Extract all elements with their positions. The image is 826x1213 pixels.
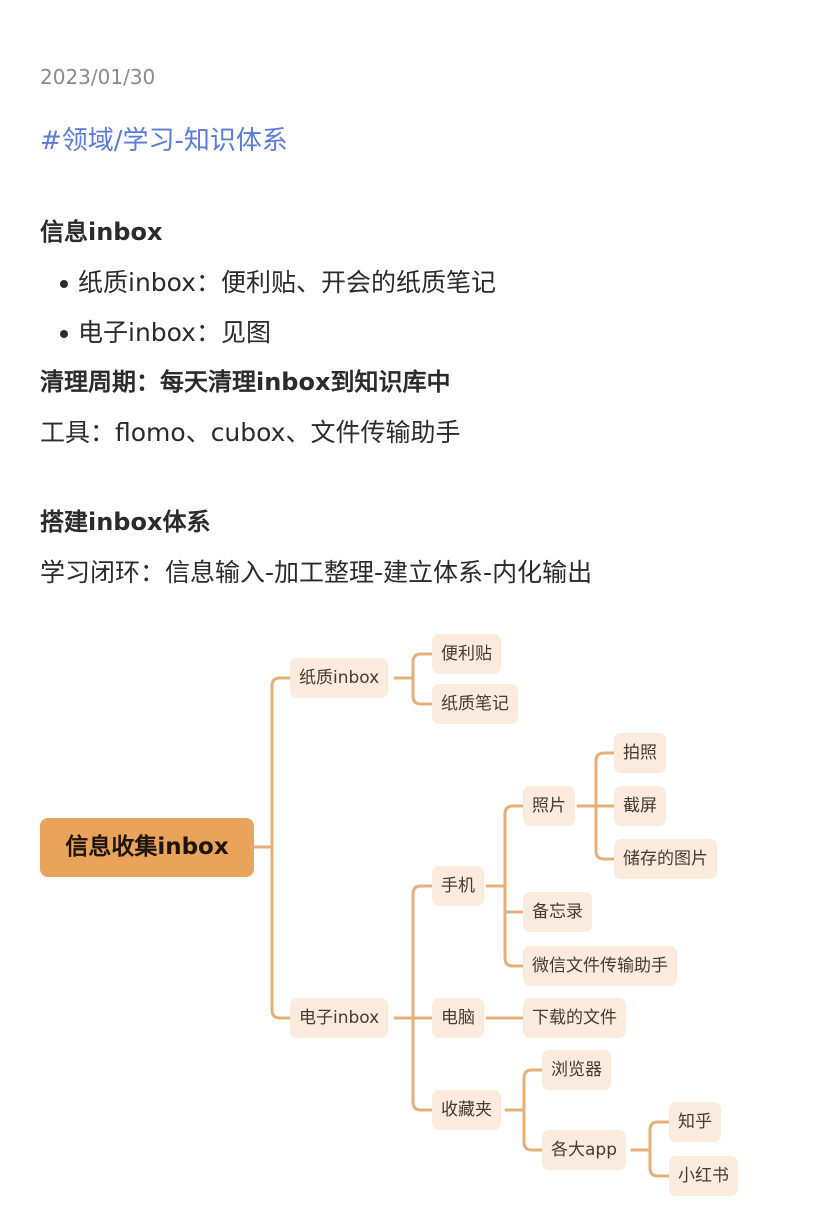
node-xiaohongshu: 小红书 <box>669 1156 738 1196</box>
node-downloads: 下载的文件 <box>523 998 626 1038</box>
node-favorites: 收藏夹 <box>432 1090 501 1130</box>
node-paper-inbox: 纸质inbox <box>290 658 389 698</box>
node-wechat-file-helper: 微信文件传输助手 <box>523 946 677 986</box>
node-sticky-notes: 便利贴 <box>432 634 501 674</box>
bullet-paper-inbox: 纸质inbox：便利贴、开会的纸质笔记 <box>60 270 496 295</box>
node-screenshot: 截屏 <box>614 786 666 826</box>
learning-loop: 学习闭环：信息输入-加工整理-建立体系-内化输出 <box>40 558 593 587</box>
tag-link[interactable]: #领域/学习-知识体系 <box>40 126 288 156</box>
heading-build-inbox: 搭建inbox体系 <box>40 508 211 536</box>
note-date: 2023/01/30 <box>40 65 156 89</box>
node-phone: 手机 <box>432 866 484 906</box>
node-zhihu: 知乎 <box>669 1102 721 1142</box>
node-pc: 电脑 <box>432 998 484 1038</box>
node-digital-inbox: 电子inbox <box>290 998 389 1038</box>
mindmap-root: 信息收集inbox <box>40 818 254 877</box>
node-memo: 备忘录 <box>523 892 592 932</box>
node-browser: 浏览器 <box>542 1050 611 1090</box>
bullet-digital-inbox: 电子inbox：见图 <box>60 320 271 345</box>
cleanup-cycle: 清理周期：每天清理inbox到知识库中 <box>40 368 451 396</box>
tools-line: 工具：flomo、cubox、文件传输助手 <box>40 418 461 447</box>
node-paper-notes: 纸质笔记 <box>432 684 518 724</box>
node-photos: 照片 <box>523 786 575 826</box>
node-take-photo: 拍照 <box>614 733 666 773</box>
node-apps: 各大app <box>542 1130 626 1170</box>
node-saved-images: 储存的图片 <box>614 839 717 879</box>
heading-info-inbox: 信息inbox <box>40 218 163 246</box>
